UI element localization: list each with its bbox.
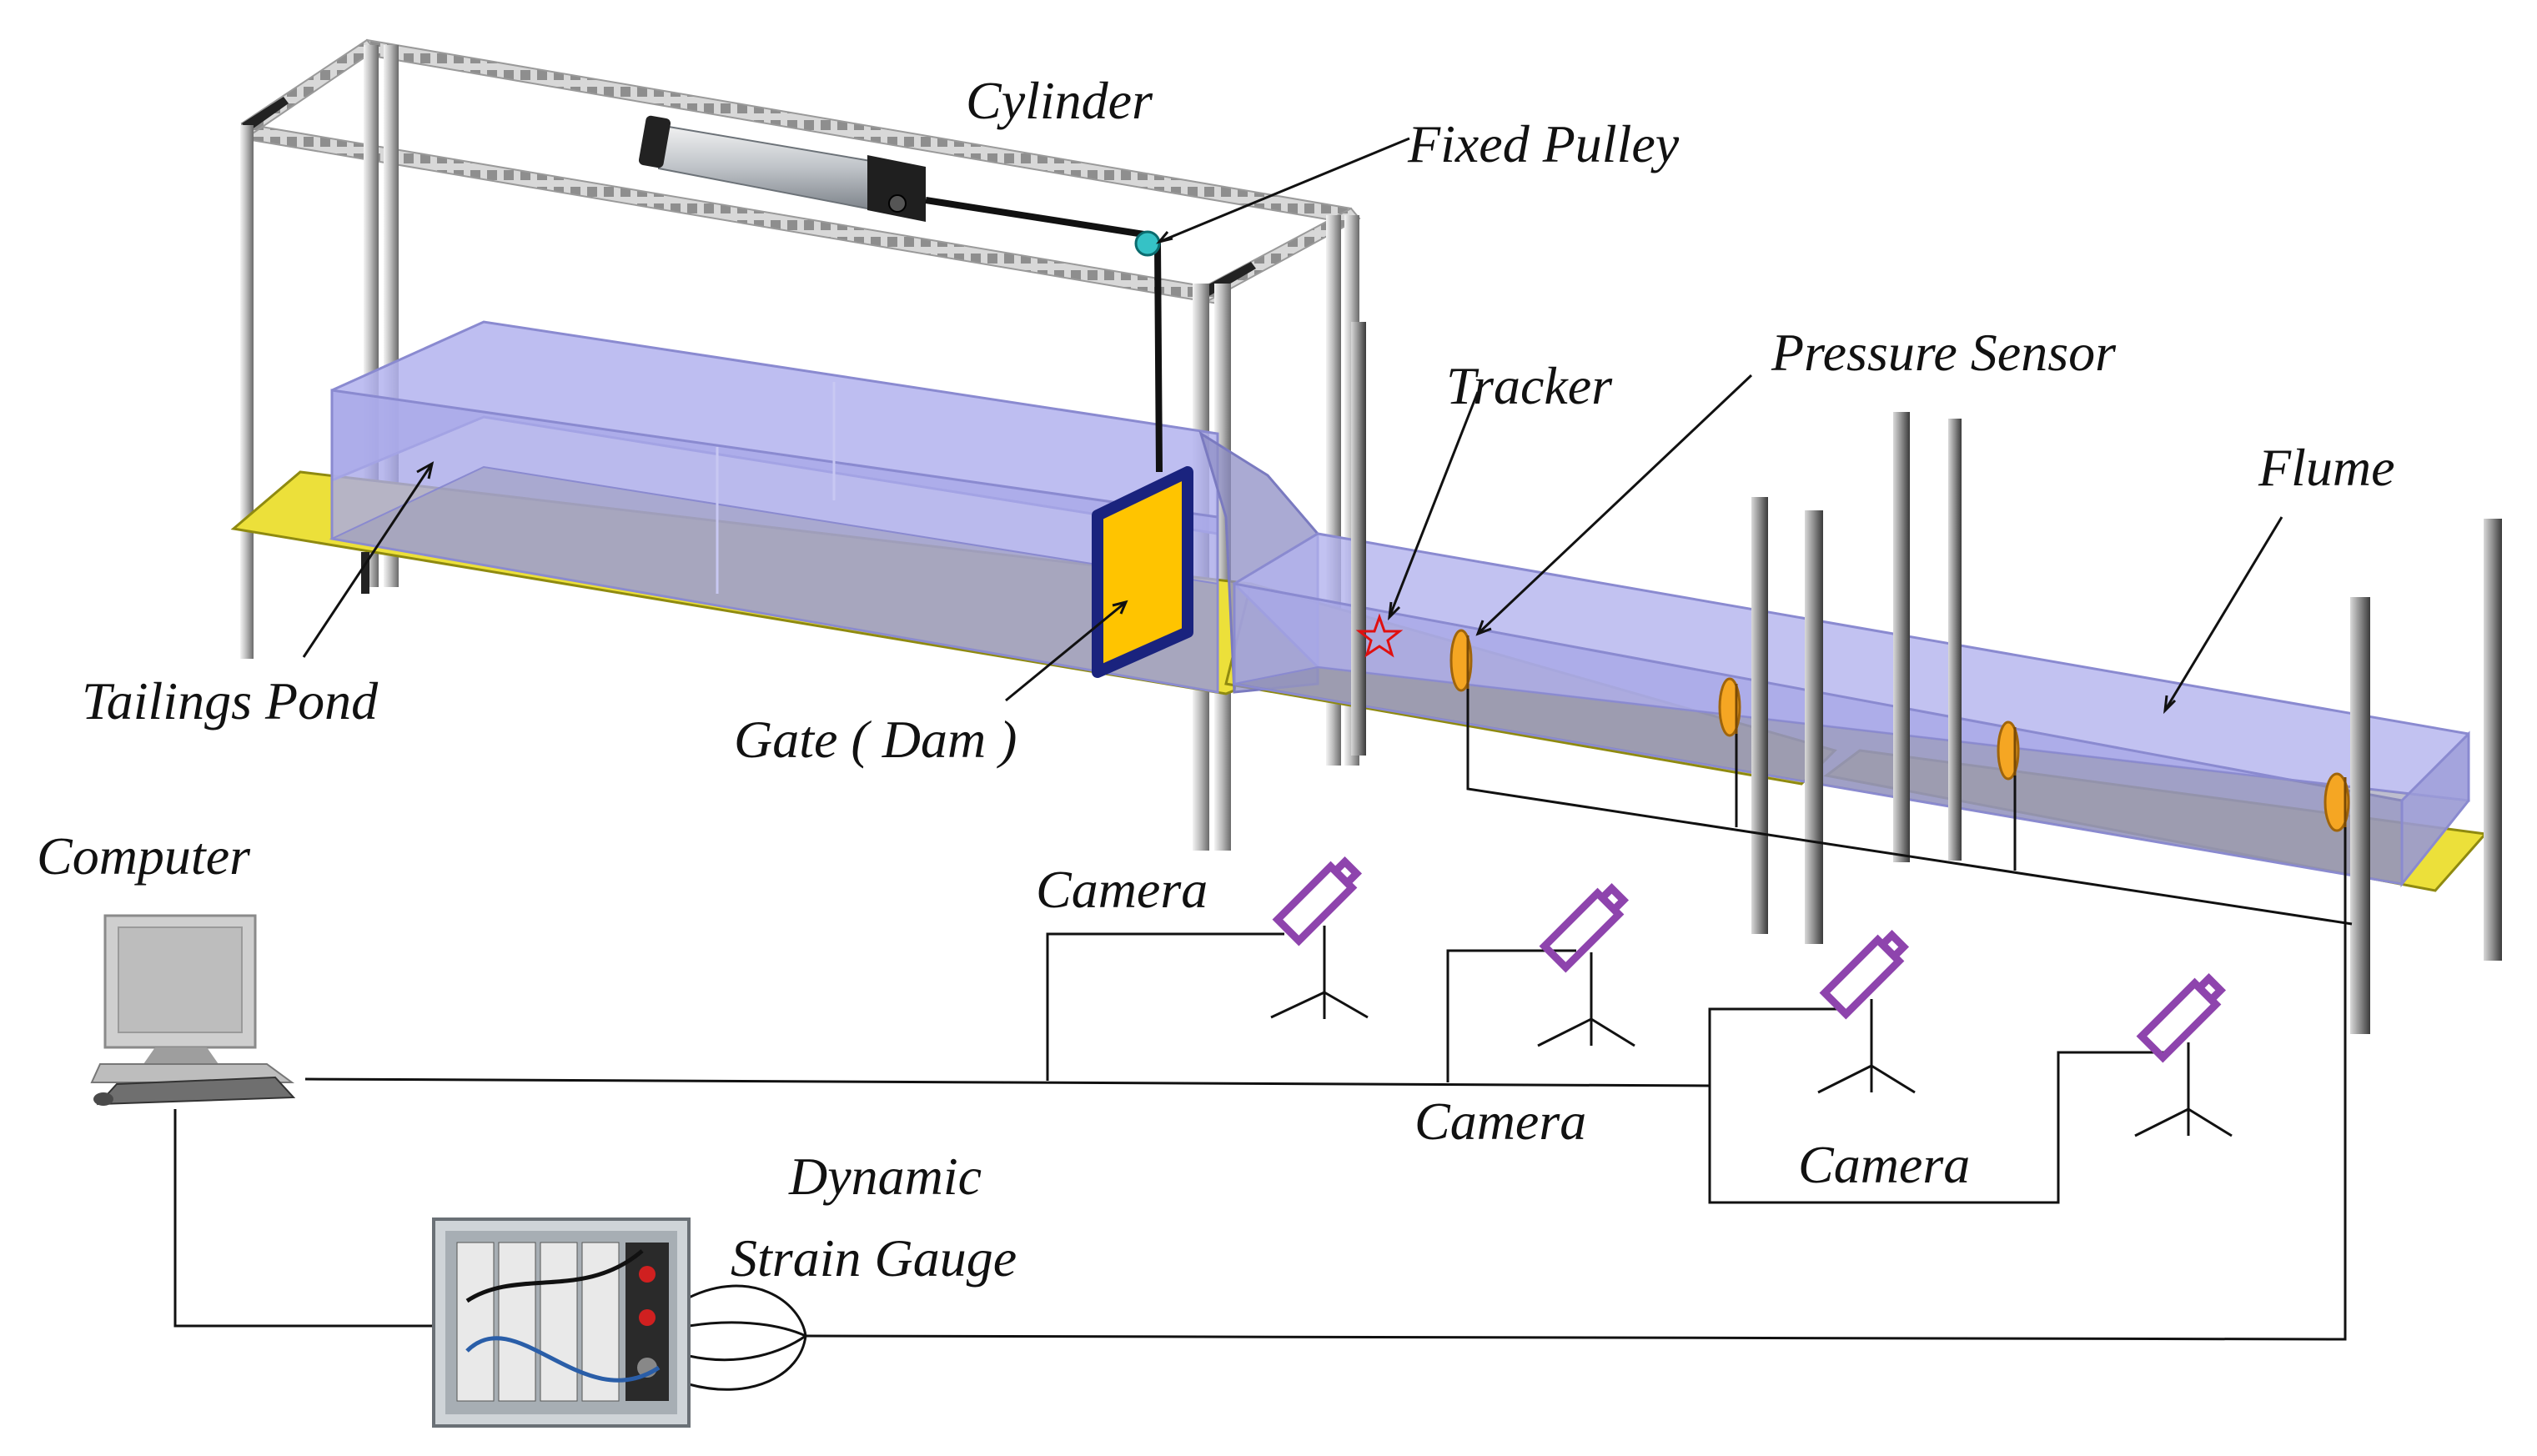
label-flume: Flume bbox=[2258, 438, 2395, 497]
camera-wire-1 bbox=[1046, 932, 1284, 1081]
pressure-sensor bbox=[1997, 720, 2020, 781]
frame-bracket bbox=[242, 97, 289, 132]
leader-flume bbox=[2163, 516, 2283, 711]
camera-wire-3b bbox=[1708, 1051, 2168, 1204]
label-dynamic: Dynamic bbox=[788, 1147, 982, 1206]
camera-tripod-icon bbox=[2134, 972, 2233, 1137]
pole bbox=[1351, 322, 1366, 756]
computer-gauge-wire bbox=[173, 1109, 434, 1328]
arrowhead bbox=[1155, 231, 1173, 244]
label-fixed-pulley: Fixed Pulley bbox=[1407, 114, 1680, 173]
camera-tripod-icon bbox=[1537, 882, 1635, 1047]
cylinder-barrel bbox=[658, 123, 877, 212]
desktop-computer-icon bbox=[90, 914, 296, 1106]
label-pressure-sensor: Pressure Sensor bbox=[1771, 323, 2117, 382]
flume-poles bbox=[1351, 322, 2502, 1034]
pole bbox=[2350, 597, 2370, 1034]
sensor-wire bbox=[805, 827, 2347, 1341]
sensor-wire bbox=[1466, 689, 2353, 926]
gauge-cable bbox=[688, 1334, 806, 1362]
arrowhead bbox=[416, 461, 435, 479]
arrowhead bbox=[1112, 600, 1128, 615]
pole bbox=[1948, 419, 1962, 861]
frame-post bbox=[1214, 284, 1231, 851]
arrowhead bbox=[1475, 620, 1492, 636]
gauge-knob bbox=[639, 1266, 656, 1283]
label-strain-gauge: Strain Gauge bbox=[731, 1228, 1017, 1288]
label-tailings-pond: Tailings Pond bbox=[82, 671, 379, 731]
flume-end-wall bbox=[2400, 731, 2470, 888]
leader-fixed-pulley bbox=[1158, 137, 1410, 244]
wiring bbox=[173, 689, 2353, 1391]
gauge-knob bbox=[639, 1309, 656, 1326]
leader-pressure-sensor bbox=[1476, 374, 1753, 635]
gauge-cable-blue bbox=[465, 1336, 661, 1383]
monitor-stand bbox=[143, 1047, 219, 1064]
pond-floor bbox=[329, 465, 1218, 694]
cylinder-head-block bbox=[867, 155, 926, 222]
pole bbox=[2484, 519, 2502, 961]
mouse bbox=[93, 1092, 113, 1106]
leader-tracker bbox=[1388, 391, 1479, 618]
cylinder-rod-eye bbox=[888, 194, 907, 213]
data-acquisition-unit-icon bbox=[432, 1218, 691, 1428]
arrowhead bbox=[1388, 601, 1401, 621]
leader-lines bbox=[302, 137, 2283, 715]
pressure-sensor bbox=[1718, 677, 1741, 737]
pressure-sensors bbox=[1449, 629, 2350, 832]
monitor-screen bbox=[118, 926, 243, 1033]
camera-wire-2 bbox=[1446, 949, 1576, 1082]
pole bbox=[1893, 412, 1910, 862]
pressure-sensor bbox=[1449, 629, 1473, 692]
label-camera-2: Camera bbox=[1414, 1092, 1586, 1151]
pole bbox=[1751, 497, 1768, 934]
camera-wire-3 bbox=[1708, 1007, 1843, 1086]
gauge-cable-dark bbox=[465, 1249, 644, 1303]
gate-panel bbox=[1092, 466, 1193, 678]
label-gate-dam: Gate ( Dam ) bbox=[734, 710, 1017, 769]
camera-tripod-icon bbox=[1270, 856, 1369, 1019]
label-camera-1: Camera bbox=[1036, 860, 1208, 919]
gauge-cable bbox=[688, 1284, 807, 1337]
flume-channel bbox=[1232, 532, 2470, 888]
leader-gate bbox=[1005, 600, 1127, 702]
camera-tripod-icon bbox=[1817, 929, 1916, 1094]
tank-leg bbox=[361, 552, 369, 594]
cylinder-end-cap bbox=[638, 115, 671, 168]
label-computer: Computer bbox=[37, 826, 251, 886]
label-camera-3: Camera bbox=[1798, 1135, 1970, 1194]
gauge-cable bbox=[688, 1321, 806, 1338]
gauge-channels bbox=[456, 1242, 620, 1402]
computer-camera-wire bbox=[304, 1077, 1711, 1087]
gauge-cable bbox=[688, 1335, 807, 1391]
base-unit bbox=[90, 1063, 295, 1083]
star-outline-icon bbox=[1355, 613, 1404, 658]
cylinder-assembly bbox=[638, 115, 1163, 473]
label-cylinder: Cylinder bbox=[966, 71, 1153, 130]
leader-tailings-pond bbox=[302, 463, 434, 658]
pulley-icon bbox=[1134, 230, 1161, 257]
pressure-sensor bbox=[2323, 772, 2350, 832]
label-tracker: Tracker bbox=[1446, 356, 1613, 415]
frame-post bbox=[240, 125, 254, 659]
gate-dam bbox=[1092, 466, 1193, 678]
arrowhead bbox=[2163, 695, 2177, 715]
pole bbox=[1805, 510, 1823, 944]
